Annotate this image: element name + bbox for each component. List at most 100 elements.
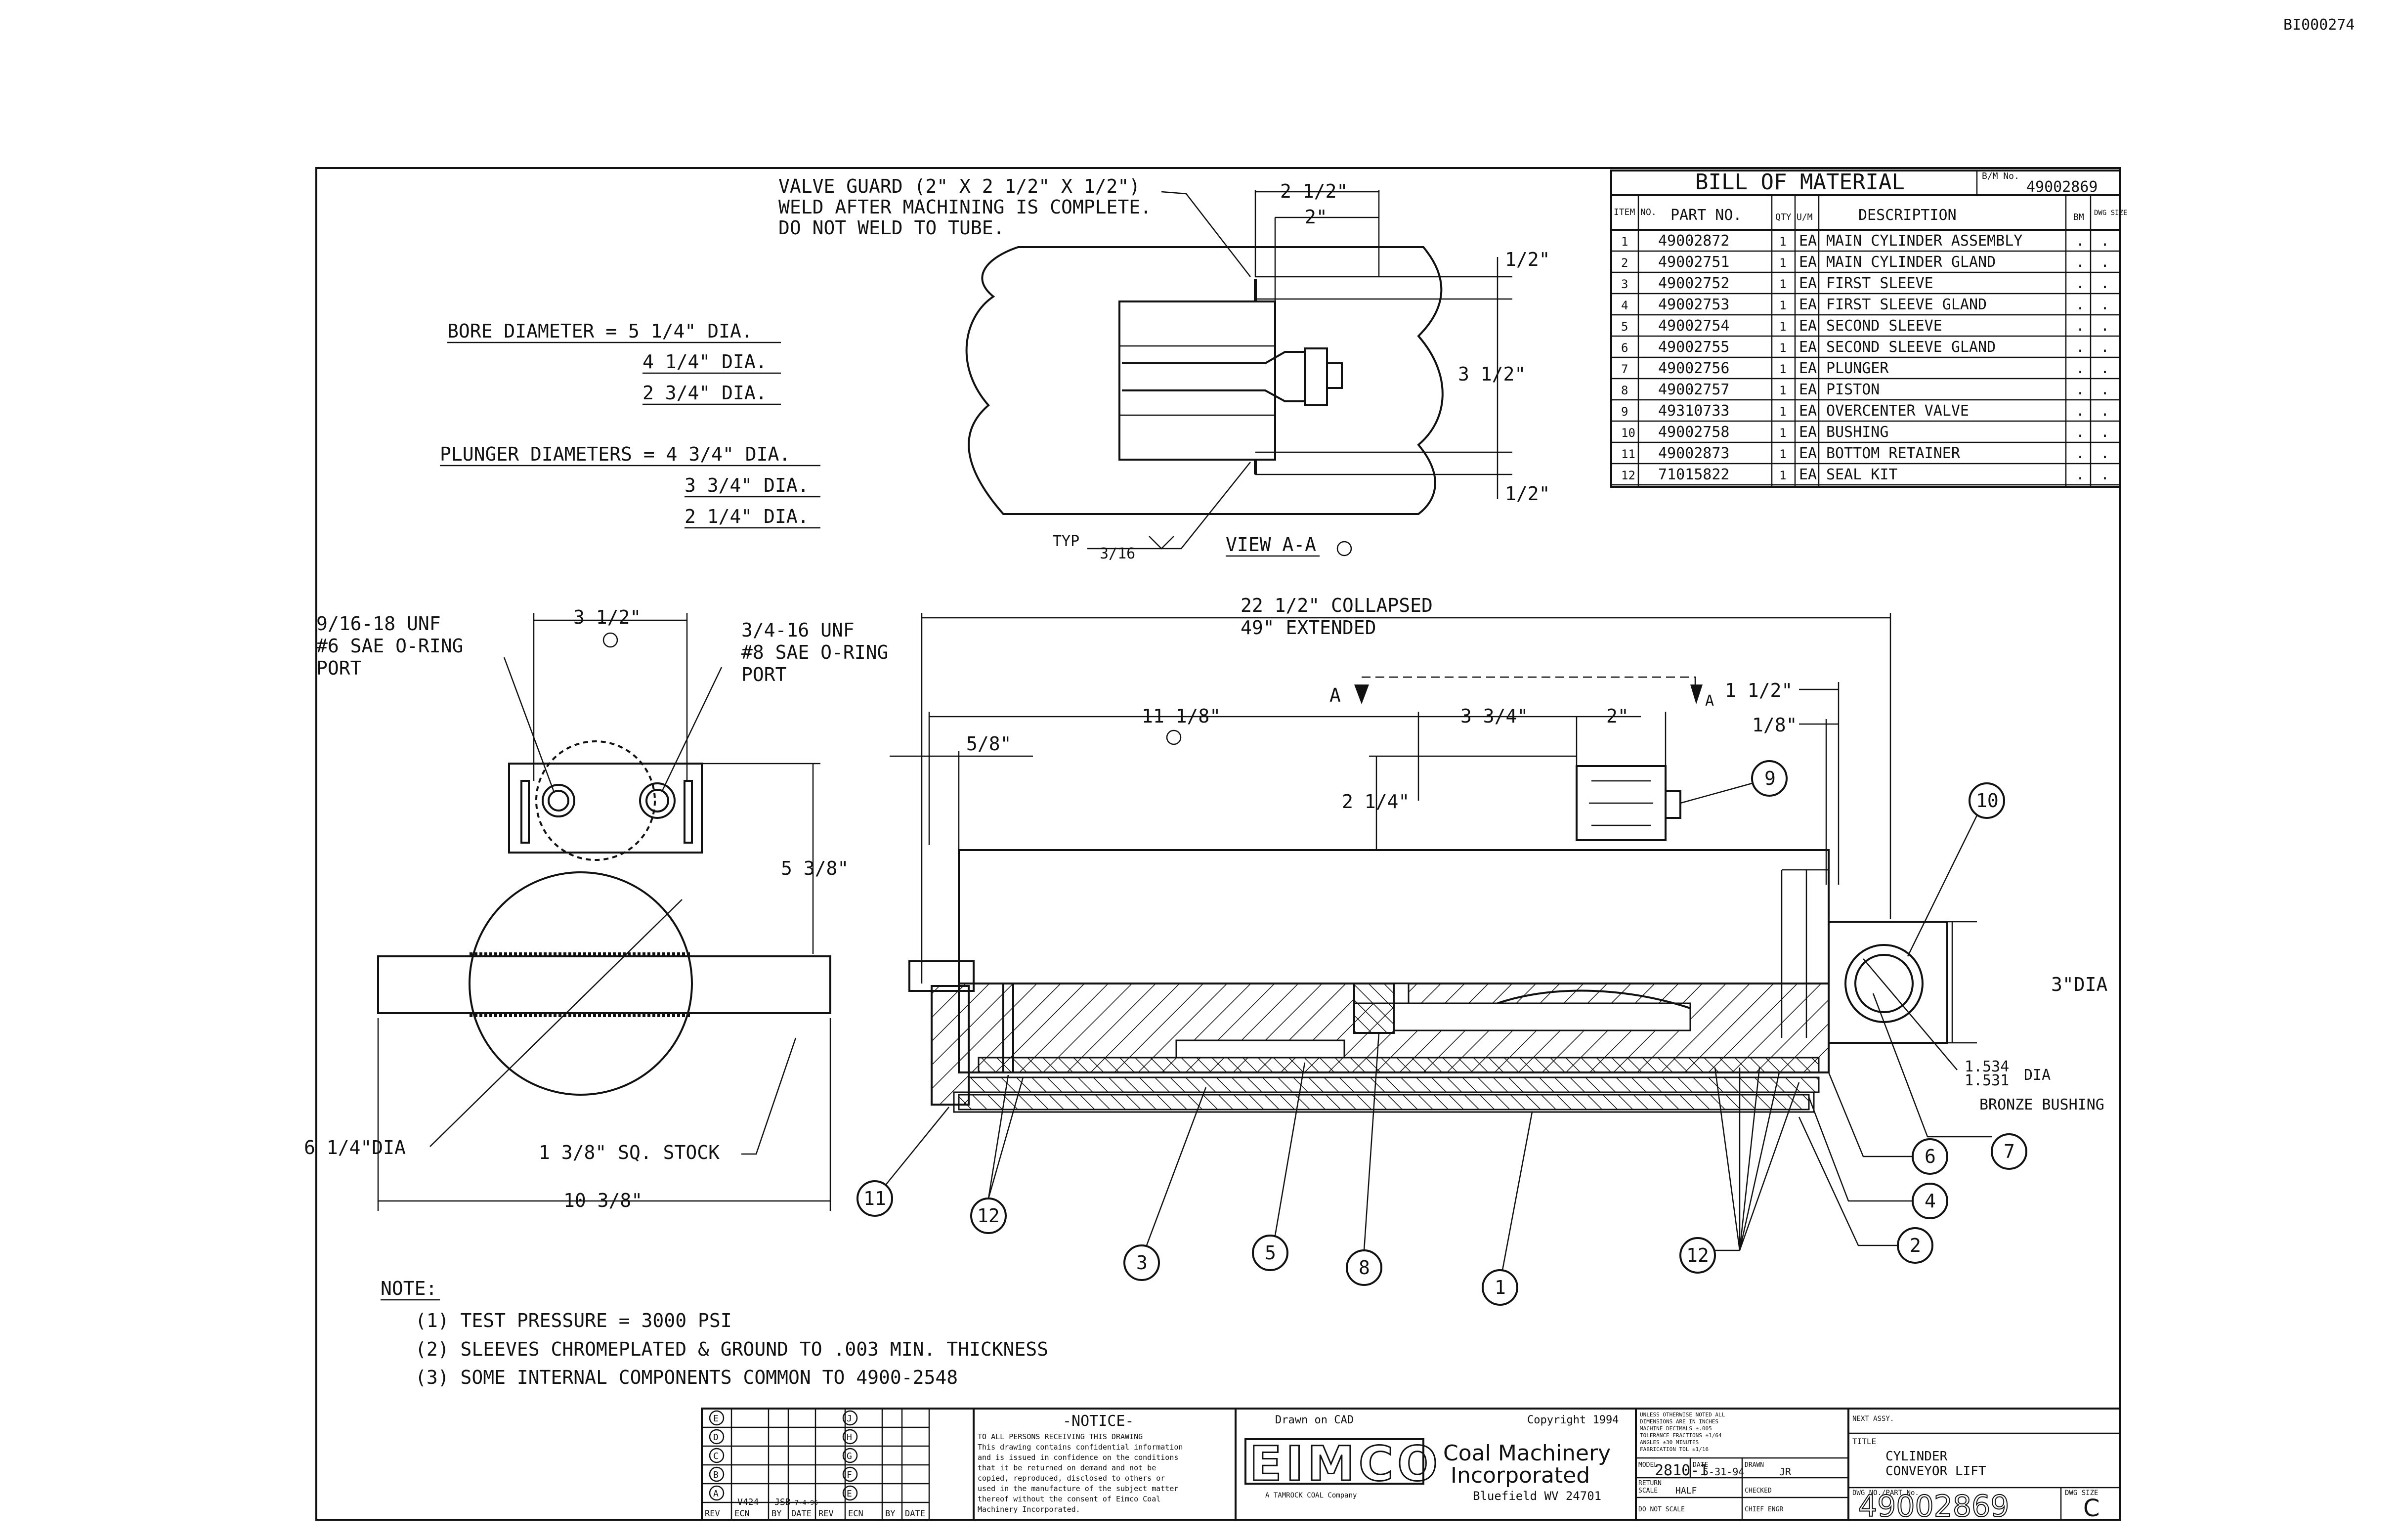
- note-3: (3) SOME INTERNAL COMPONENTS COMMON TO 4…: [415, 1367, 958, 1388]
- bom-cell: EA: [1799, 466, 1817, 483]
- rev-col-header: ECN: [848, 1509, 863, 1519]
- bom-cell: PLUNGER: [1826, 360, 1889, 377]
- bom-header-description: DESCRIPTION: [1858, 207, 1957, 224]
- rev-letter-right: G: [847, 1451, 852, 1461]
- bom-cell: EA: [1799, 317, 1817, 335]
- bom-cell: 49002757: [1658, 381, 1730, 398]
- date-value: 5-31-94: [1703, 1466, 1744, 1478]
- svg-text:4: 4: [1925, 1190, 1936, 1212]
- dim-1-1-2: 1 1/2": [1725, 680, 1793, 701]
- rev-col-header: DATE: [791, 1509, 812, 1519]
- bom-cell: .: [2076, 296, 2085, 313]
- model-label: MODEL: [1638, 1461, 1658, 1469]
- tolerance-line: UNLESS OTHERWISE NOTED ALL: [1640, 1412, 1725, 1418]
- bom-cell: 49002873: [1658, 445, 1730, 462]
- bom-cell: 49002754: [1658, 317, 1730, 335]
- section-arrow-left: [1354, 684, 1369, 704]
- notice-line: used in the manufacture of the subject m…: [978, 1484, 1178, 1493]
- tolerance-line: MACHINE DECIMALS ±.005: [1640, 1425, 1712, 1432]
- bill-of-material: BILL OF MATERIAL B/M No. 49002869 ITEM N…: [1610, 170, 2127, 488]
- balloon-10: 10: [1907, 782, 2005, 957]
- section-a-left: A: [1329, 684, 1341, 706]
- bom-header-bm: BM: [2073, 212, 2084, 222]
- company-line-2: Incorporated: [1451, 1463, 1590, 1488]
- view-a-a: VALVE GUARD (2" X 2 1/2" X 1/2") WELD AF…: [778, 175, 1550, 562]
- dim-2-side: 2": [1606, 705, 1629, 727]
- rev-col-header: REV: [818, 1509, 834, 1519]
- plunger-diameter-2: 3 3/4" DIA.: [685, 474, 809, 496]
- bom-cell: .: [2076, 232, 2085, 250]
- dim-2-1-2: 2 1/2": [1280, 180, 1348, 202]
- rev-col-header: BY: [771, 1509, 781, 1519]
- bom-cell: OVERCENTER VALVE: [1826, 402, 1969, 420]
- notes-heading: NOTE:: [381, 1278, 437, 1299]
- view-aa-label: VIEW A-A: [1226, 534, 1316, 556]
- bom-cell: 7: [1621, 362, 1628, 376]
- bom-cell: .: [2076, 424, 2085, 441]
- bom-cell: 1: [1779, 277, 1786, 291]
- tolerance-line: FABRICATION TOL ±1/16: [1640, 1446, 1709, 1453]
- port-right-3: PORT: [741, 664, 787, 685]
- rev-letter-circle: [709, 1466, 725, 1482]
- typ-label: TYP: [1053, 533, 1079, 550]
- bom-cell: .: [2100, 402, 2109, 420]
- bom-cell: BUSHING: [1826, 424, 1888, 441]
- rev-a-date: 7-4-96: [795, 1499, 818, 1507]
- bom-cell: 49002755: [1658, 339, 1730, 356]
- section-a-right: A: [1705, 692, 1714, 710]
- bom-cell: .: [2076, 466, 2085, 483]
- dim-half-bot: 1/2": [1505, 483, 1550, 505]
- bom-cell: 3: [1621, 277, 1628, 291]
- bom-cell: EA: [1799, 339, 1817, 356]
- rev-letter-circle: [842, 1466, 858, 1482]
- svg-text:9: 9: [1764, 768, 1776, 789]
- bom-cell: 11: [1621, 447, 1635, 461]
- port-right-1: 3/4-16 UNF: [741, 619, 855, 641]
- balloon-12-right: 12: [1679, 1067, 1800, 1274]
- model-value: 2810-1: [1655, 1462, 1708, 1479]
- port-right-2: #8 SAE O-RING: [741, 642, 888, 663]
- balloon-8: 8: [1346, 1032, 1382, 1286]
- bom-cell: 49002751: [1658, 254, 1730, 271]
- dim-3-1-2: 3 1/2": [1458, 363, 1526, 385]
- bom-cell: 1: [1779, 256, 1786, 270]
- dwg-no-label: DWG NO./PART No.: [1852, 1489, 1919, 1497]
- general-notes: NOTE: (1) TEST PRESSURE = 3000 PSI (2) S…: [381, 1278, 1048, 1388]
- bom-header-part: PART NO.: [1670, 207, 1742, 224]
- tolerance-line: ANGLES ±30 MINUTES: [1640, 1439, 1699, 1446]
- bom-cell: 71015822: [1658, 466, 1730, 483]
- balloon-4: 4: [1808, 1097, 1948, 1219]
- bom-number-label: B/M No.: [1982, 171, 2019, 181]
- svg-text:3: 3: [1136, 1252, 1148, 1274]
- bom-cell: EA: [1799, 296, 1817, 313]
- bom-cell: 1: [1779, 362, 1786, 376]
- rev-col-header: ECN: [734, 1509, 750, 1519]
- bom-header-um: U/M: [1797, 212, 1813, 222]
- bom-cell: FIRST SLEEVE: [1826, 275, 1933, 292]
- balloon-2: 2: [1798, 1116, 1933, 1264]
- end-view: 9/16-18 UNF #6 SAE O-RING PORT 3/4-16 UN…: [304, 606, 888, 1211]
- rev-letter-circle: [842, 1448, 858, 1463]
- rev-letter-right: H: [847, 1432, 852, 1443]
- bom-cell: EA: [1799, 402, 1817, 420]
- bom-cell: 1: [1779, 469, 1786, 482]
- company-line-3: Bluefield WV 24701: [1473, 1489, 1601, 1503]
- notice-line: Machinery Incorporated.: [978, 1505, 1080, 1514]
- bom-cell: .: [2100, 339, 2109, 356]
- copyright: Copyright 1994: [1527, 1414, 1619, 1426]
- bom-cell: .: [2100, 360, 2109, 377]
- drawn-label: DRAWN: [1745, 1461, 1764, 1469]
- svg-text:12: 12: [1686, 1244, 1709, 1266]
- bom-cell: .: [2100, 466, 2109, 483]
- weld-size: 3/16: [1100, 545, 1135, 562]
- rev-letter-circle: [842, 1485, 858, 1501]
- bom-cell: 1: [1779, 320, 1786, 334]
- scale-value: HALF: [1675, 1486, 1697, 1496]
- bom-cell: 1: [1779, 341, 1786, 355]
- rev-letter-right: F: [847, 1470, 852, 1480]
- bom-cell: 6: [1621, 341, 1628, 355]
- bom-cell: 1: [1779, 447, 1786, 461]
- balloon-6: 6: [1828, 1072, 1948, 1175]
- rev-letter-left: B: [713, 1470, 719, 1480]
